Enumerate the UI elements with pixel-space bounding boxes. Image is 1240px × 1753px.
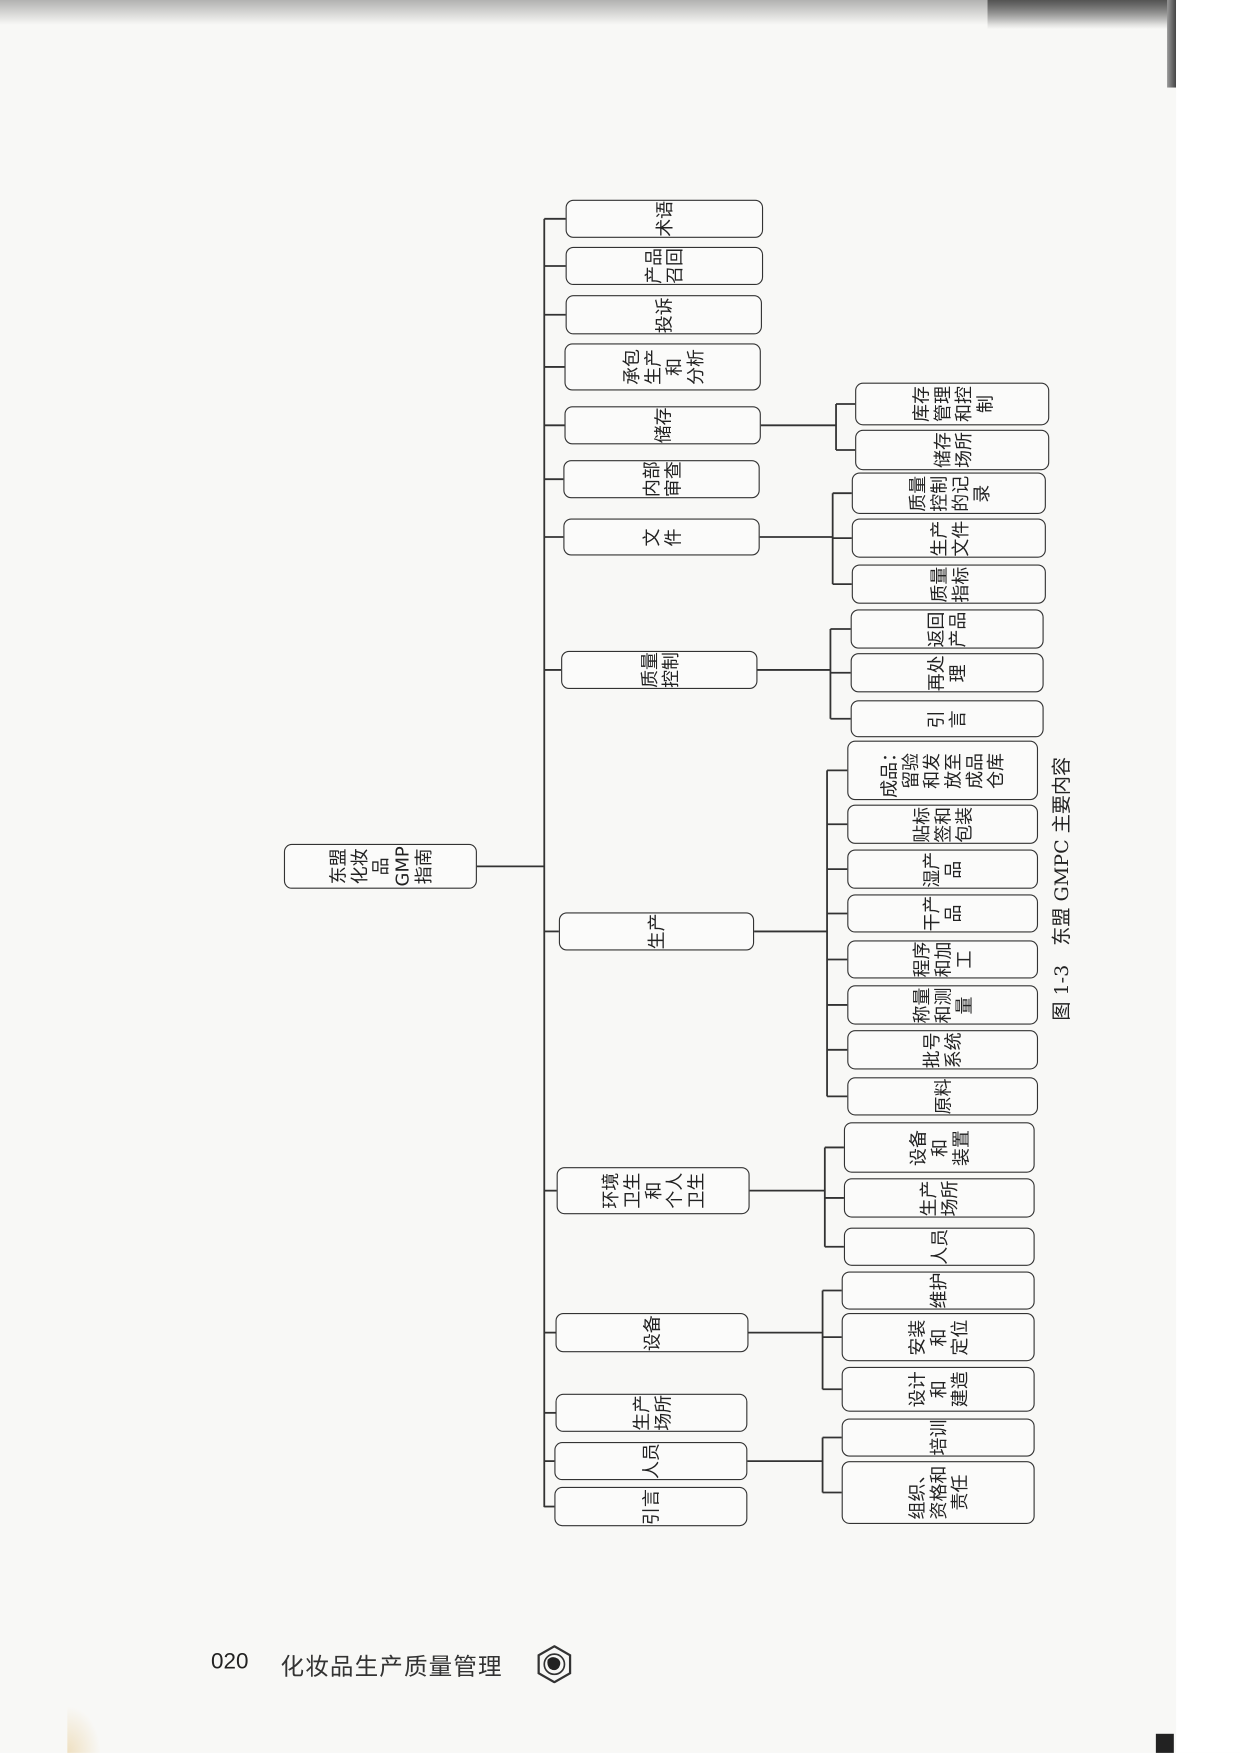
section-node-label: 文件 [640,527,683,546]
hexagon-publisher-logo-icon [537,1645,572,1684]
subsection-node: 人员 [843,1227,1035,1266]
subsection-node-label: 库存管理和控制 [909,386,995,422]
subsection-node-label: 培训 [927,1419,949,1456]
subsection-node-label: 引言 [925,709,969,728]
page-stain [67,1705,101,1753]
subsection-node-label: 贴标签和包装 [910,806,975,843]
page-number: 020 [210,1649,249,1675]
subsection-node: 程序和加工 [847,940,1039,979]
subsection-node-label: 干产品 [921,895,964,932]
section-node: 质量控制 [561,650,758,690]
section-node-label: 生产 [645,913,668,950]
page-edge [1167,0,1177,88]
section-node-label: 人员 [640,1443,662,1480]
section-node-label: 内部审查 [640,461,683,498]
subsection-node: 生产文件 [851,518,1046,558]
section-node-label: 质量控制 [637,651,681,688]
section-node-label: 储存 [651,407,674,444]
section-node-label: 承包 生产 和 分析 [620,349,706,385]
subsection-node-label: 人员 [928,1228,950,1265]
subsection-node-label: 组织、 资格和 责任 [906,1465,971,1520]
subsection-node-label: 湿产品 [921,851,964,888]
section-node: 投诉 [565,295,762,335]
subsection-node-label: 设备 和 装置 [907,1129,972,1166]
section-node-label: 环境 卫生 和 个人 卫生 [599,1172,707,1209]
subsection-node: 再处理 [850,653,1044,693]
subsection-node-label: 安装 和 定位 [906,1319,971,1356]
section-node: 人员 [554,1442,748,1481]
subsection-node-label: 批号系统 [921,1031,964,1068]
subsection-node-label: 质量控制的记录 [906,475,992,512]
subsection-node-label: 生产场所 [917,1179,961,1216]
subsection-node-label: 程序和加工 [910,941,975,978]
section-node-label: 生产场所 [630,1394,673,1431]
subsection-node-label: 储存场所 [930,432,974,468]
subsection-node-label: 质量指标 [927,566,971,603]
subsection-node: 返回产品 [850,609,1044,649]
root-node-label: 东盟 化妆 品 GMP 指南 [327,846,434,887]
subsection-node: 批号系统 [847,1030,1039,1070]
subsection-node: 引言 [850,700,1044,738]
page-corner [1155,1733,1174,1753]
section-node: 承包 生产 和 分析 [564,343,761,391]
subsection-node-label: 再处理 [925,654,969,691]
subsection-node: 原料 [847,1077,1039,1116]
subsection-node: 生产场所 [843,1178,1035,1218]
section-node-label: 术语 [653,200,676,237]
subsection-node: 设计 和 建造 [841,1366,1035,1412]
section-node-label: 产品召回 [643,247,686,284]
scan-margin [1176,0,1240,1753]
subsection-node-label: 称量和测量 [910,986,975,1023]
subsection-node-label: 返回产品 [925,611,969,647]
subsection-node: 称量和测量 [847,985,1039,1025]
subsection-node-label: 维护 [927,1272,949,1309]
book-title: 化妆品生产质量管理 [280,1653,503,1680]
root-node: 东盟 化妆 品 GMP 指南 [283,843,477,889]
subsection-node: 库存管理和控制 [855,382,1050,426]
subsection-node: 湿产品 [847,849,1039,889]
subsection-node-label: 成品： 留验 和发 放至 成品 仓库 [878,743,1007,798]
figure-caption: 图 1-3 东盟 GMPC 主要内容 [1050,756,1074,1021]
subsection-node: 培训 [841,1418,1035,1457]
section-node: 术语 [565,199,764,238]
subsection-node: 干产品 [847,894,1039,933]
section-node: 生产 [558,912,755,951]
section-node: 文件 [563,518,760,556]
section-node-label: 引言 [640,1488,662,1525]
section-node: 环境 卫生 和 个人 卫生 [556,1167,750,1215]
subsection-node: 设备 和 装置 [843,1122,1035,1173]
section-node: 设备 [555,1312,749,1353]
subsection-node: 维护 [841,1271,1035,1310]
section-node: 引言 [554,1486,748,1527]
subsection-node: 质量指标 [851,564,1046,604]
section-node: 储存 [564,406,761,445]
subsection-node: 储存场所 [855,429,1050,471]
subsection-node-label: 设计 和 建造 [906,1371,971,1408]
subsection-node: 贴标签和包装 [847,804,1039,844]
section-node: 生产场所 [555,1393,748,1432]
subsection-node-label: 生产文件 [927,520,971,557]
subsection-node-label: 原料 [931,1078,954,1115]
section-node-label: 设备 [641,1314,663,1351]
section-node-label: 投诉 [653,296,675,333]
subsection-node: 组织、 资格和 责任 [841,1461,1035,1524]
subsection-node: 安装 和 定位 [841,1312,1035,1362]
subsection-node: 成品： 留验 和发 放至 成品 仓库 [847,740,1039,801]
scan-shadow [987,0,1173,30]
section-node: 内部审查 [563,460,760,499]
subsection-node: 质量控制的记录 [851,472,1046,514]
scan-shadow [0,0,1173,25]
section-node: 产品召回 [565,246,764,286]
